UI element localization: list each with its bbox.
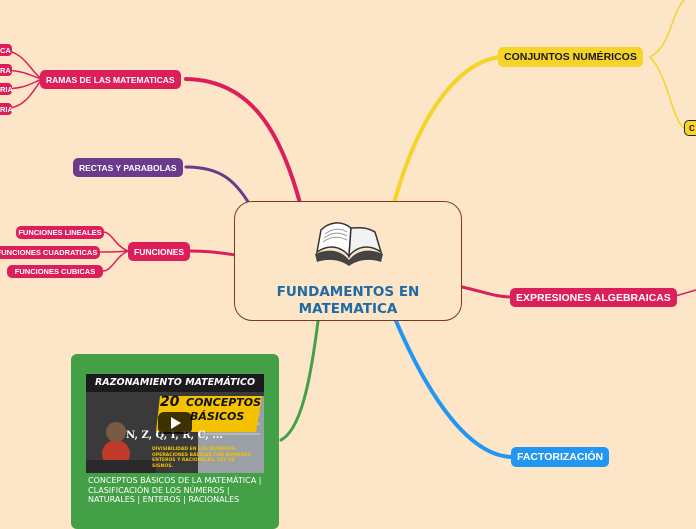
thumbnail-line1: CONCEPTOS <box>186 396 262 409</box>
ramas-child-3-label: RIA <box>0 85 14 94</box>
link-conjuntos <box>392 55 502 205</box>
link-funciones <box>188 249 238 257</box>
video-thumbnail[interactable]: RAZONAMIENTO MATEMÁTICO 20 CONCEPTOS BÁS… <box>86 374 264 473</box>
play-button[interactable] <box>158 412 192 434</box>
link-ramas <box>184 77 302 205</box>
node-funciones[interactable]: FUNCIONES <box>128 242 191 261</box>
node-conjuntos-numericos[interactable]: CONJUNTOS NUMÉRICOS <box>498 47 643 67</box>
thumbnail-line2: BÁSICOS <box>190 410 245 423</box>
thumbnail-number: 20 <box>160 394 180 410</box>
node-ramas-matematicas[interactable]: RAMAS DE LAS MATEMATICAS <box>40 70 181 89</box>
thumbnail-title: RAZONAMIENTO MATEMÁTICO <box>94 377 256 388</box>
video-caption: CONCEPTOS BÁSICOS DE LA MATEMÁTICA | CLA… <box>88 476 262 504</box>
link-offscreen <box>649 56 685 129</box>
ramas-child-1-label: CA <box>0 46 11 55</box>
link-rectas <box>184 165 252 207</box>
link-fun-1 <box>102 231 129 252</box>
thumbnail-note: DIVISIBILIDAD EN LOS NÚMEROS. OPERACIONE… <box>152 447 251 469</box>
open-book-icon <box>315 222 383 266</box>
ramas-child-2-label: RA <box>0 66 11 75</box>
node-factorizacion[interactable]: FACTORIZACIÓN <box>511 447 610 467</box>
central-topic-title-line1: FUNDAMENTOS EN <box>276 284 420 300</box>
ramas-child-3 <box>0 83 12 95</box>
link-fun-2 <box>99 250 129 253</box>
node-funciones-lineales[interactable]: FUNCIONES LINEALES <box>16 226 104 239</box>
ramas-child-4 <box>0 103 12 115</box>
link-expresiones <box>460 285 514 299</box>
central-topic-title-line2: MATEMATICA <box>298 301 398 317</box>
node-funciones-cubicas[interactable]: FUNCIONES CUBICAS <box>7 265 103 278</box>
link-video <box>279 319 320 442</box>
play-icon <box>171 417 181 429</box>
link-factorizacion <box>394 319 514 459</box>
central-topic-title: FUNDAMENTOS EN MATEMATICA <box>235 284 461 318</box>
video-card[interactable]: RAZONAMIENTO MATEMÁTICO 20 CONCEPTOS BÁS… <box>71 354 279 529</box>
thumbnail-sets: N, Z, Q, I, R, C, ... <box>126 430 223 441</box>
node-expresiones-algebraicas[interactable]: EXPRESIONES ALGEBRAICAS <box>510 288 677 307</box>
link-fun-3 <box>102 250 129 272</box>
link-conjuntos-up <box>649 0 685 58</box>
central-topic[interactable]: FUNDAMENTOS EN MATEMATICA <box>234 201 462 321</box>
ramas-child-2 <box>0 64 12 76</box>
ramas-child-1 <box>0 44 12 56</box>
node-funciones-cuadraticas[interactable]: FUNCIONES CUADRATICAS <box>0 246 100 259</box>
ramas-child-4-label: RIA <box>0 105 14 114</box>
node-rectas-parabolas[interactable]: RECTAS Y PARABOLAS <box>73 158 183 177</box>
node-offscreen[interactable]: C <box>684 120 696 136</box>
